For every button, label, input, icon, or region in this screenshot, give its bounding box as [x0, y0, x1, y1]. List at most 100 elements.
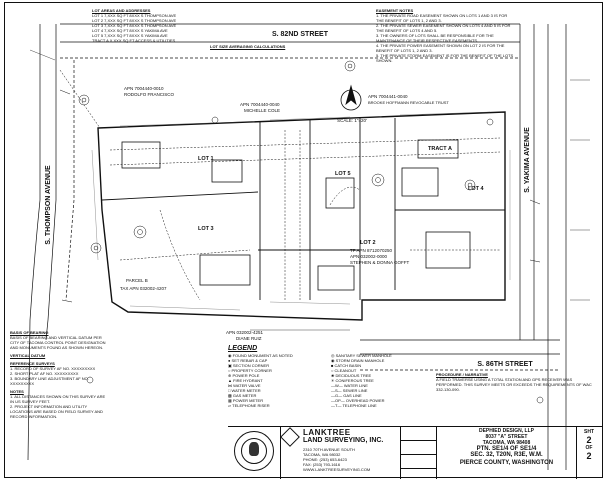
company-address-2: TACOMA, WA 98032 — [303, 452, 341, 457]
easement-note: 1. THE PRIVATE ROAD EASEMENT SHOWN ON LO… — [376, 13, 508, 23]
rebar-cap-icon: ● — [228, 358, 232, 363]
county-label: PIERCE COUNTY, WASHINGTON — [459, 460, 554, 466]
legend-item: ▲ FIRE HYDRANT — [228, 378, 263, 383]
sewer-manhole-icon: ◎ — [331, 353, 336, 358]
legend-item: ■ CATCH BASIN — [331, 363, 362, 368]
legend-column-right: ◎ SANITARY SEWER MANHOLE ◉ STORM DRAIN M… — [331, 353, 426, 408]
legal-description-1: PTN. SE1/4 OF SE1/4 — [476, 446, 537, 452]
legend-item: —T— TELEPHONE LINE — [331, 403, 377, 408]
company-logo-icon — [280, 427, 300, 447]
catch-basin-icon: ■ — [331, 363, 335, 368]
company-phone: PHONE: (253) 653-6423 — [303, 457, 347, 462]
property-corner-icon: ○ — [228, 368, 232, 373]
water-meter-icon: □ — [228, 388, 232, 393]
legend-item: ▱ TELEPHONE RISER — [228, 403, 270, 408]
lot-area-line: TRACT A X,XXX SQ FT ACCESS & UTILITIES — [92, 38, 176, 43]
fire-hydrant-icon: ▲ — [228, 378, 234, 383]
legend-item: —S— SEWER LINE — [331, 388, 368, 393]
company-name-2: LAND SURVEYING, INC. — [303, 437, 384, 444]
legend-title: LEGEND — [228, 345, 258, 352]
procedure-text: A FIELD TRAVERSE USING A TOTAL STATION A… — [436, 377, 592, 392]
section-corner-icon: ▣ — [228, 363, 233, 368]
title-block: LANKTREE LAND SURVEYING, INC. 2310 70TH … — [228, 426, 603, 479]
legend-item: ◉ STORM DRAIN MANHOLE — [331, 358, 385, 363]
surveyor-seal-icon — [234, 431, 274, 471]
legend-item: ○ CLEANOUT — [331, 368, 357, 373]
legend-item: ○ PROPERTY CORNER — [228, 368, 272, 373]
lot-label-5: LOT 5 — [335, 171, 351, 177]
coniferous-tree-icon: ✳ — [331, 378, 336, 383]
legend-item: ▩ GAS METER — [228, 393, 257, 398]
basis-notes-block: BASIS OF BEARING BASIS OF BEARING AND VE… — [10, 330, 108, 470]
street-label-86th: S. 86TH STREET — [477, 361, 533, 368]
procedure-title: PROCEDURE / NARRATIVE — [436, 372, 488, 377]
parcel-lot2-apn: APN 032002-0000 — [350, 254, 388, 259]
legend-item: —OP— OVERHEAD POWER — [331, 398, 385, 403]
lot-avg-block: LOT SIZE AVERAGING CALCULATIONS — [210, 44, 300, 52]
lot-label-2: LOT 2 — [360, 240, 376, 246]
easement-note: 2. THE PRIVATE SEWER EASEMENT SHOWN ON L… — [376, 23, 511, 33]
legend-column-left: ◉ FOUND MONUMENT AS NOTED ● SET REBAR & … — [228, 353, 323, 408]
water-valve-icon: ⋈ — [228, 383, 234, 388]
legend-item: ▦ POWER METER — [228, 398, 264, 403]
lot-avg-title: LOT SIZE AVERAGING CALCULATIONS — [210, 44, 286, 49]
monument-icon: ◉ — [228, 353, 233, 358]
street-label-82nd: S. 82ND STREET — [272, 31, 329, 38]
company-web: WWW.LANKTREESURVEYING.COM — [303, 467, 371, 472]
legend-item: —G— GAS LINE — [331, 393, 362, 398]
lot-label-4: LOT 4 — [468, 186, 485, 192]
sheet-label: SHT — [584, 429, 594, 435]
sheet-number: 2 — [586, 435, 592, 445]
company-fax: FAX: (253) 793-1616 — [303, 462, 341, 467]
lot-label-1: LOT 1 — [198, 156, 214, 162]
reference-surveys-title: REFERENCE SURVEYS — [10, 361, 55, 366]
sheet-of-label: OF — [585, 445, 593, 451]
legend-item: ❀ DECIDUOUS TREE — [331, 373, 372, 378]
street-label-thompson: S. THOMPSON AVENUE — [45, 165, 52, 245]
parcel-north-a-apn: APN 7004440-0010 — [124, 86, 164, 91]
legal-description-2: SEC. 32, T20N, R3E, W.M. — [470, 452, 543, 458]
lot-areas-title: LOT AREAS AND ADDRESSES — [92, 8, 151, 13]
legend-item: ● SET REBAR & CAP — [228, 358, 268, 363]
legend-item: ▣ SECTION CORNER — [228, 363, 270, 368]
legend-item: ⋈ WATER VALVE — [228, 383, 261, 388]
drawing-sheet — [4, 2, 603, 478]
parcel-north-c-apn: APN 7004441-0040 — [368, 94, 408, 99]
parcel-lot2-tf: TF APN 8712070250 — [350, 248, 393, 253]
company-address-1: 2310 70TH AVENUE SOUTH — [303, 447, 355, 452]
lot-areas-block: LOT AREAS AND ADDRESSES LOT 1 7,XXX SQ F… — [92, 8, 202, 48]
tract-a-label: TRACT A — [428, 146, 452, 152]
reference-item: 3. BOUNDARY LINE ADJUSTMENT AF NO. XXXXX… — [10, 376, 89, 386]
lot-area-line: LOT 5 7,XXX SQ FT 8XXX S YAKIMA AVE — [92, 33, 168, 38]
street-label-yakima: S. YAKIMA AVENUE — [524, 127, 531, 193]
sheet-number-block: SHT 2 OF 2 — [576, 427, 601, 479]
cleanout-icon: ○ — [331, 368, 335, 373]
client-address: 8037 "A" STREET — [485, 434, 528, 440]
legend-item: —W— WATER LINE — [331, 383, 368, 388]
sheet-total: 2 — [586, 451, 592, 461]
general-notes-title: NOTES — [10, 389, 24, 394]
deciduous-tree-icon: ❀ — [331, 373, 336, 378]
telephone-riser-icon: ▱ — [228, 403, 233, 408]
legend: LEGEND ◉ FOUND MONUMENT AS NOTED ● SET R… — [228, 345, 428, 425]
power-meter-icon: ▦ — [228, 398, 233, 403]
telephone-line-icon: —T— — [331, 403, 343, 408]
overhead-power-icon: —OP— — [331, 398, 346, 403]
easement-note: 3. THE OWNERS OF LOTS SHALL BE RESPONSIB… — [376, 33, 494, 43]
gas-line-icon: —G— — [331, 393, 344, 398]
procedure-block: PROCEDURE / NARRATIVE A FIELD TRAVERSE U… — [436, 372, 596, 412]
general-note: 2. PROJECT INFORMATION AND UTILITY LOCAT… — [10, 404, 103, 419]
company-name-1: LANKTREE — [303, 428, 351, 437]
easement-note: 5. THE PRIVATE STORM EASEMENT IS FOR THE… — [376, 53, 514, 63]
general-note: 1. ALL DISTANCES SHOWN ON THIS SURVEY AR… — [10, 394, 106, 404]
parcel-lot2-owner: STEPHEN & DONNA GOFFT — [350, 260, 410, 265]
legend-item: ◉ FOUND MONUMENT AS NOTED — [228, 353, 293, 358]
basis-title: BASIS OF BEARING — [10, 330, 49, 335]
lot-area-line: LOT 1 7,XXX SQ FT 8XXX S THOMPSON AVE — [92, 13, 177, 18]
client-city: TACOMA, WA 98408 — [482, 440, 531, 446]
parcel-north-b-apn: APN 7004440-0040 — [240, 102, 280, 107]
legend-item: ◎ SANITARY SEWER MANHOLE — [331, 353, 392, 358]
basis-text: BASIS OF BEARING AND VERTICAL DATUM PER … — [10, 335, 106, 350]
parcel-north-b-owner: MICHELLE COLE — [244, 108, 280, 113]
